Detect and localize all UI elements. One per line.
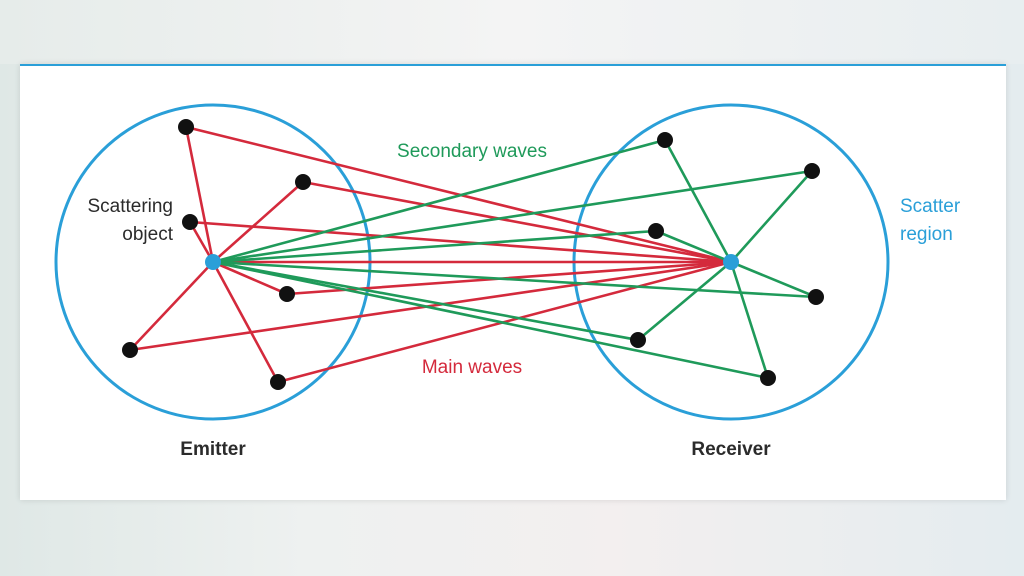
secondary-wave-line [654,229,733,264]
main-wave-line [128,260,733,352]
main-wave-line [211,180,305,264]
scattering-object-node [630,332,646,348]
main-waves-label: Main waves [422,357,522,378]
receiver-label: Receiver [691,439,771,460]
scattering-object-node [270,374,286,390]
main-wave-line [128,260,215,352]
secondary-wave-line [729,260,818,299]
scattering-object-node [760,370,776,386]
scattering-object-node [657,132,673,148]
scattering-object-node [122,342,138,358]
main-wave-line [301,180,733,264]
secondary-wave-line [211,260,818,299]
secondary-wave-line [211,260,640,342]
secondary-wave-line [211,169,814,264]
secondary-wave-line [211,260,770,380]
secondary-wave-line [211,138,667,264]
secondary-wave-line [636,260,733,342]
main-wave-line [211,260,289,296]
scatter-region-label: Scatter [900,196,961,217]
scattering-object-label: object [122,224,173,245]
main-wave-line [188,220,733,264]
scattering-object-node [182,214,198,230]
background-top [0,0,1024,64]
scattering-object-label: Scattering [87,196,173,217]
diagram-card [20,64,1006,500]
main-wave-line [211,260,280,384]
scattering-object-node [804,163,820,179]
secondary-waves-label: Secondary waves [397,141,547,162]
receiver-point [723,254,739,270]
secondary-wave-line [211,229,658,264]
emitter-label: Emitter [180,439,246,460]
secondary-wave-line [729,169,814,264]
scattering-object-node [295,174,311,190]
scatter-region-label: region [900,224,953,245]
main-wave-line [184,125,215,264]
secondary-wave-line [663,138,733,264]
scattering-object-node [279,286,295,302]
secondary-wave-line [729,260,770,380]
scattering-object-node [808,289,824,305]
scattering-object-node [648,223,664,239]
scattering-object-node [178,119,194,135]
emitter-point [205,254,221,270]
